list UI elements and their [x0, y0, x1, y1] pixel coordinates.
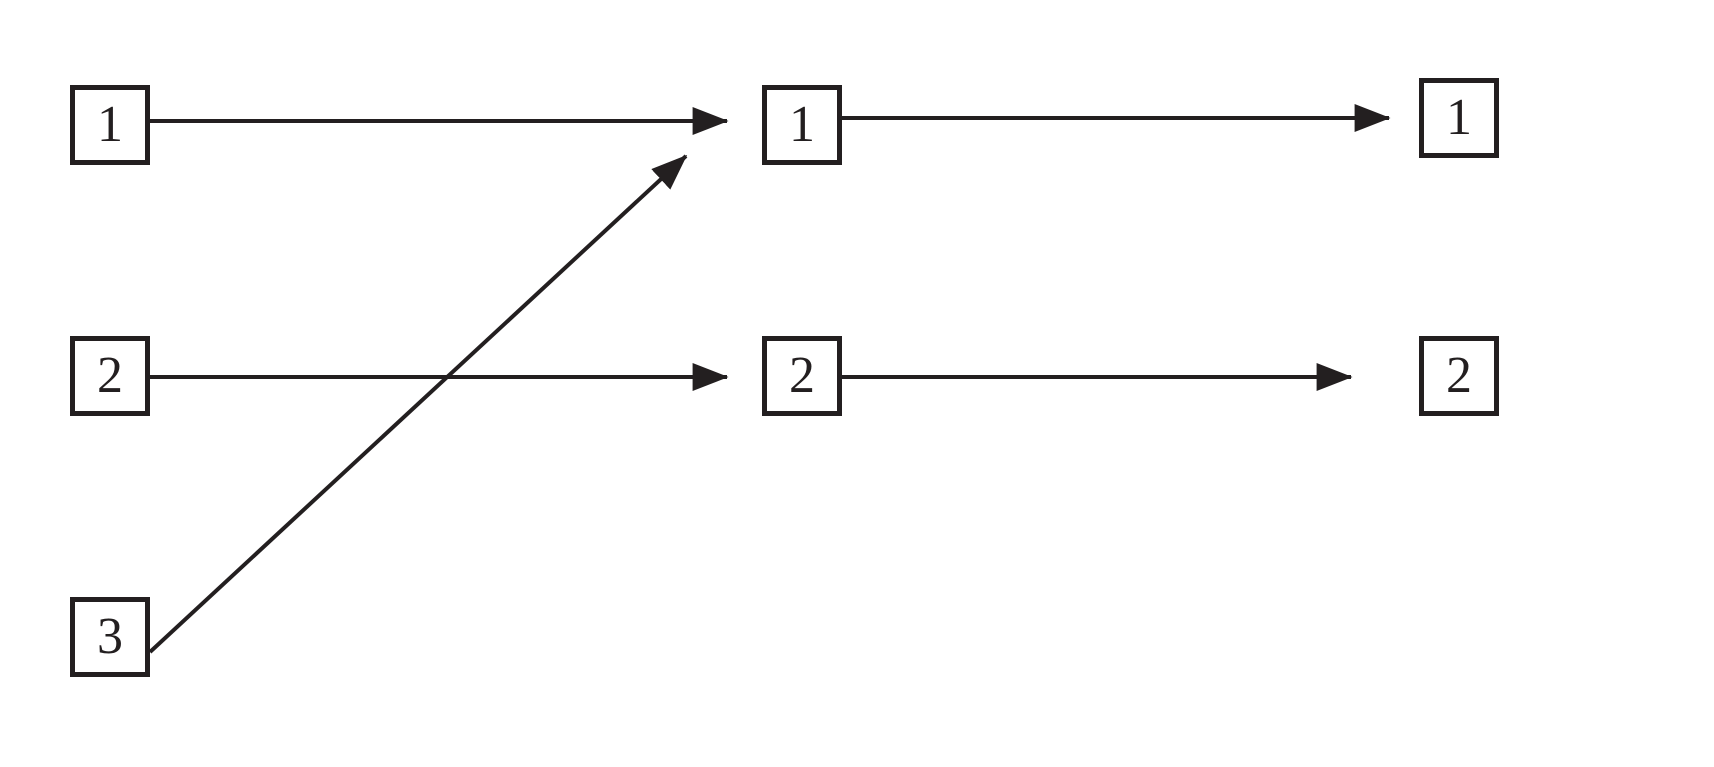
node-box-left-2[interactable]: 2 — [70, 336, 150, 416]
node-label: 1 — [1446, 89, 1472, 146]
edge-left3-to-middle1 — [148, 154, 688, 654]
node-box-middle-1[interactable]: 1 — [762, 85, 842, 165]
node-box-right-1[interactable]: 1 — [1419, 78, 1499, 158]
node-label: 2 — [789, 347, 815, 404]
node-label: 1 — [789, 96, 815, 153]
node-box-middle-2[interactable]: 2 — [762, 336, 842, 416]
node-label: 2 — [1446, 347, 1472, 404]
node-label: 3 — [97, 608, 123, 665]
node-box-left-1[interactable]: 1 — [70, 85, 150, 165]
node-box-right-2[interactable]: 2 — [1419, 336, 1499, 416]
node-label: 1 — [97, 96, 123, 153]
node-label: 2 — [97, 347, 123, 404]
node-box-left-3[interactable]: 3 — [70, 597, 150, 677]
